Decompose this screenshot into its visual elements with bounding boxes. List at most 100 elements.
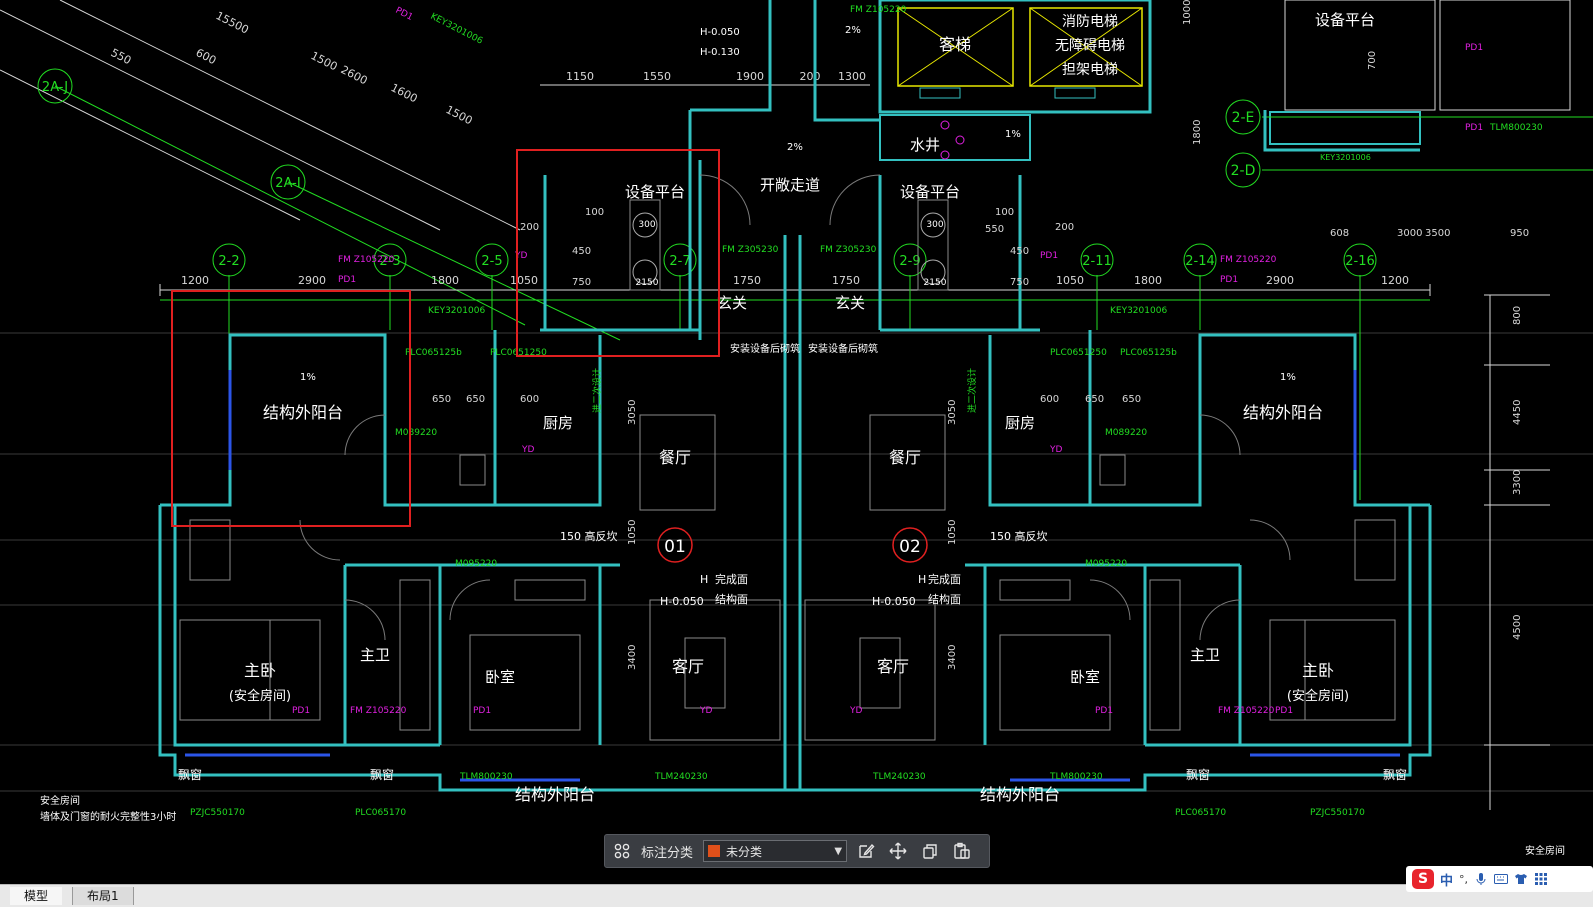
dim-1850-l: 2150: [636, 278, 659, 288]
wall-tags: FM Z105220 PD1 YD PD1 FM Z105220 PD1 KEY…: [190, 245, 1365, 818]
slope-balcony-left: 1%: [300, 372, 316, 383]
dim-800: 3300: [1512, 470, 1523, 495]
furniture-and-hatching: [179, 414, 1396, 741]
category-dropdown[interactable]: 未分类 ▼: [703, 840, 848, 862]
tag-plc170-r: PLC065170: [1175, 808, 1226, 818]
axis-label-2-7: 2-7: [669, 254, 690, 269]
dim-650b: 650: [466, 394, 485, 405]
selection-highlights[interactable]: [171, 149, 720, 527]
dim-100-r: 100: [995, 207, 1014, 218]
dim-200: 200: [800, 70, 821, 83]
copy-icon[interactable]: [917, 838, 943, 864]
tag-kd1-tr2: PD1: [1465, 123, 1483, 133]
category-dropdown-value: 未分类: [726, 844, 763, 859]
room-master-right: 主卧: [1302, 661, 1334, 680]
anno-highlip-left: 150 高反坎: [560, 529, 618, 543]
keyboard-icon[interactable]: [1494, 872, 1509, 886]
axis-bubble-2e: [1225, 99, 1261, 135]
sogou-logo-icon[interactable]: S: [1412, 869, 1434, 889]
ime-language-toggle[interactable]: 中: [1440, 873, 1454, 889]
axis-bubble-2d: [1225, 152, 1261, 188]
highlight-equipment-platform[interactable]: [516, 149, 720, 357]
punctuation-toggle[interactable]: °,: [1459, 872, 1469, 886]
dim-1150: 1150: [566, 70, 594, 83]
paste-icon[interactable]: [949, 838, 975, 864]
room-kitchen-left: 厨房: [543, 414, 573, 432]
dim-600-l: 600: [520, 394, 539, 405]
anno-finish-left: 完成面: [715, 572, 748, 586]
chevron-down-icon: ▼: [834, 845, 843, 857]
room-baywindow-2: 飘窗: [370, 768, 394, 782]
category-color-swatch: [708, 845, 721, 857]
dim-4450: 4500: [1512, 615, 1523, 640]
axis-bubble-2-9: [893, 243, 927, 277]
room-fire-elevator-2: 无障碍电梯: [1055, 38, 1125, 54]
anno-hminus-left: H-0.050: [660, 595, 704, 608]
tag-yd-r: YD: [1049, 445, 1062, 455]
tag-kd2-liv-r: YD: [849, 706, 862, 716]
tag-plc-b: PLC0651250: [490, 348, 547, 358]
axis-bubble-2-5: [475, 243, 509, 277]
slope-balcony-right: 1%: [1280, 372, 1296, 383]
move-icon[interactable]: [885, 838, 911, 864]
tag-pzj-r: PZJC550170: [1310, 808, 1365, 818]
windows: [185, 370, 1400, 782]
dim-1200-left: 1200: [181, 274, 209, 287]
dim-608: 3500: [1425, 228, 1450, 239]
anno-install-right: 安装设备后砌筑: [808, 342, 878, 355]
room-bath-left: 主卫: [360, 646, 390, 664]
core-area: 客梯 消防电梯 无障碍电梯 担架电梯 水井 1% H-0.050 H-0.130…: [700, 0, 1193, 161]
anno-struct-right: 结构面: [928, 592, 961, 606]
tag-fmz-l: FM Z305230: [722, 245, 779, 255]
dim-650d: 650: [1122, 394, 1141, 405]
dim-300: 550: [985, 224, 1004, 235]
dim-3050-r: 3050: [947, 400, 958, 425]
anno-highlip-right: 150 高反坎: [990, 529, 1048, 543]
tab-model[interactable]: 模型: [10, 887, 63, 905]
room-equipment-right: 设备平台: [900, 183, 960, 201]
dim-3300: 15500: [214, 9, 251, 36]
tag-tlm240-r: TLM240230: [872, 772, 926, 782]
anno-h-left: H: [700, 573, 708, 586]
grid-menu-icon[interactable]: [611, 840, 633, 862]
unit-label-01: 01: [664, 537, 686, 557]
dim-1900: 1900: [736, 70, 764, 83]
room-balcony-right: 结构外阳台: [1243, 403, 1323, 422]
top-dimension-chain: 1200 2900 1800 1050 1750 1750 1050 1800 …: [159, 70, 1431, 296]
slope-top: 2%: [845, 25, 861, 36]
axis-label-2-2: 2-2: [218, 254, 239, 269]
door-swings: [299, 174, 1291, 641]
unit-label-02: 02: [899, 537, 921, 557]
axis-bubble-2-16: [1343, 243, 1377, 277]
room-equipment-left: 设备平台: [625, 183, 685, 201]
dim-3050-l: 3050: [627, 400, 638, 425]
tab-layout-1[interactable]: 布局1: [72, 887, 134, 905]
axis-label-2-11: 2-11: [1082, 254, 1112, 269]
room-labels: 结构外阳台 结构外阳台 设备平台 设备平台 厨房 厨房 餐厅 餐厅 客厅 客厅 …: [178, 176, 1407, 804]
skin-shirt-icon[interactable]: [1514, 872, 1528, 886]
highlight-balcony[interactable]: [171, 290, 411, 527]
room-corridor: 开敞走道: [760, 176, 820, 194]
room-baywindow-3: 飘窗: [1186, 768, 1210, 782]
tag-kd2-a: YD: [514, 251, 527, 261]
tag-key-tr: KEY3201006: [1320, 153, 1371, 162]
toolbox-grid-icon[interactable]: [1534, 872, 1548, 886]
microphone-icon[interactable]: [1474, 872, 1488, 886]
tag-tlm240-l: TLM240230: [654, 772, 708, 782]
room-baywindow-4: 飘窗: [1383, 768, 1407, 782]
tag-m095-b: M095220: [1085, 559, 1127, 569]
tag-secondary-l: 进二次设计: [591, 368, 603, 413]
tag-kd1-c: PD1: [1220, 275, 1238, 285]
room-balcony-bottom-right: 结构外阳台: [980, 785, 1060, 804]
dim-1800-right: 1800: [1134, 274, 1162, 287]
axis-label-2-16: 2-16: [1345, 254, 1375, 269]
dim-1500: 1600: [389, 81, 420, 105]
tag-kd1-m3: PD1: [1095, 706, 1113, 716]
dim-650c: 650: [1085, 394, 1104, 405]
anno-install-left: 安装设备后砌筑: [730, 342, 800, 355]
edit-icon[interactable]: [853, 838, 879, 864]
tag-kd2-liv-l: YD: [699, 706, 712, 716]
tag-key-l: KEY3201006: [428, 306, 485, 316]
room-elevator: 客梯: [939, 35, 971, 54]
